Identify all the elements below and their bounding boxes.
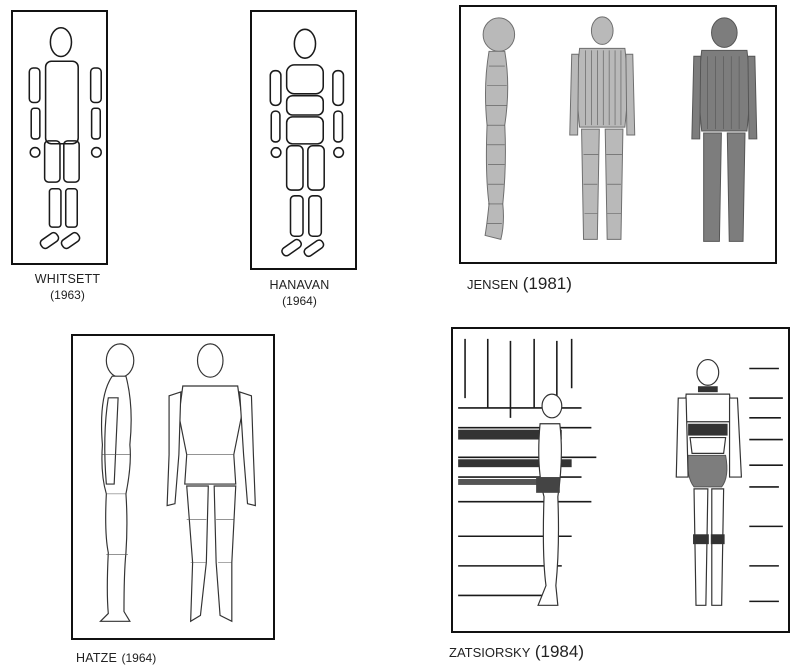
jensen-caption: JENSEN (1981) [467, 273, 572, 295]
whitsett-year: (1963) [20, 288, 115, 303]
jensen-elliptical-zone-model [461, 7, 775, 262]
hanavan-year: (1964) [252, 294, 347, 309]
zatsiorsky-name: ZATSIORSKY [449, 645, 530, 660]
hatze-anthropometric-model [73, 336, 273, 638]
zatsiorsky-model-panel [451, 327, 790, 633]
zatsiorsky-year: (1984) [535, 642, 584, 661]
whitsett-segment-model [13, 12, 106, 263]
hanavan-segment-model [252, 12, 355, 268]
hanavan-caption: HANAVAN (1964) [252, 278, 347, 309]
zatsiorsky-caption: ZATSIORSKY (1984) [449, 641, 584, 663]
hanavan-model-panel [250, 10, 357, 270]
jensen-name: JENSEN [467, 277, 518, 292]
jensen-model-panel [459, 5, 777, 264]
whitsett-model-panel [11, 10, 108, 265]
zatsiorsky-segment-model [453, 329, 788, 631]
hatze-caption: HATZE (1964) [76, 648, 156, 668]
whitsett-caption: WHITSETT (1963) [20, 272, 115, 303]
hanavan-name: HANAVAN [252, 278, 347, 294]
jensen-year: (1981) [523, 274, 572, 293]
whitsett-name: WHITSETT [20, 272, 115, 288]
hatze-model-panel [71, 334, 275, 640]
hatze-name: HATZE [76, 651, 117, 665]
hatze-year: (1964) [122, 651, 157, 665]
